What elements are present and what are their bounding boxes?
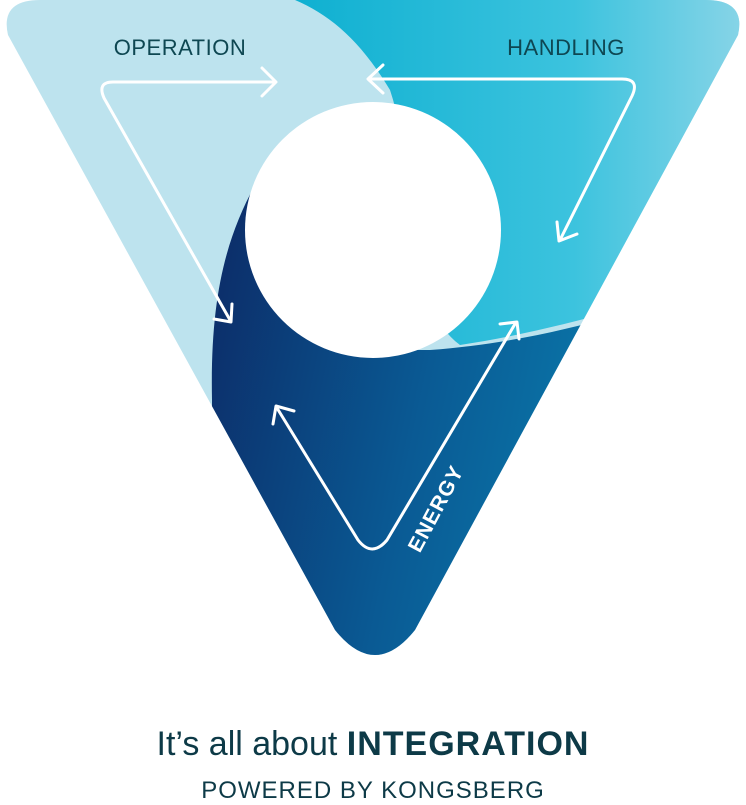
integration-triangle-diagram: OPERATION HANDLING ENERGY (6, 0, 740, 655)
tagline-prefix: It’s all about (156, 725, 347, 763)
tagline: It’s all about INTEGRATION (0, 722, 746, 766)
handling-top-arrowhead (366, 63, 385, 95)
energy-cycle-arrow (275, 322, 517, 551)
handling-cycle-arrow (368, 77, 636, 242)
energy-right-arrowhead (498, 320, 521, 341)
operation-top-arrowhead (260, 66, 278, 98)
handling-label: HANDLING (507, 35, 625, 60)
energy-left-arrowhead (271, 404, 296, 426)
operation-label: OPERATION (114, 35, 246, 60)
operation-bottom-arrowhead (212, 302, 234, 324)
handling-bottom-arrowhead (555, 220, 579, 243)
center-circle (245, 102, 501, 358)
operation-cycle-arrow (100, 80, 277, 322)
powered-by-text: POWERED BY KONGSBERG (201, 777, 545, 804)
tagline-emphasis: INTEGRATION (346, 725, 590, 763)
